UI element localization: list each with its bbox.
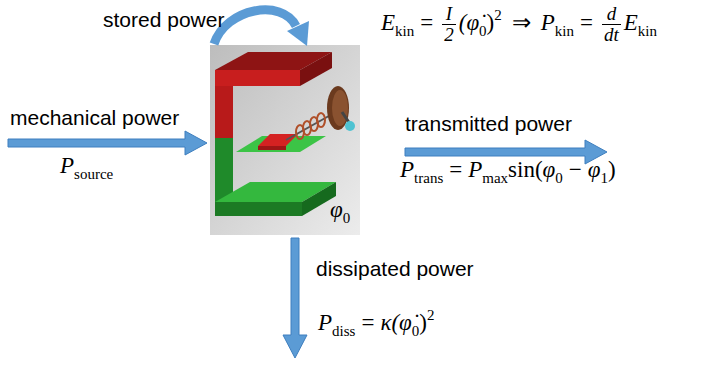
formula-part: − xyxy=(569,157,582,182)
formula-part: φ xyxy=(543,157,556,182)
formula-part: φ xyxy=(330,197,343,222)
fraction: ddt xyxy=(602,4,621,45)
formula-part: 0 xyxy=(555,170,563,186)
drawing-polygon xyxy=(215,70,300,86)
drawing-polygon xyxy=(258,146,286,150)
formula-part: = xyxy=(420,10,433,35)
drawing-rect xyxy=(210,45,360,235)
numerator: d xyxy=(602,4,621,25)
formula-part: diss xyxy=(332,323,355,339)
drawing-path xyxy=(214,10,296,44)
formula-part: κ(φ̇ xyxy=(380,310,411,335)
formula-part: kin xyxy=(555,23,574,39)
drawing-polygon xyxy=(283,238,307,358)
formula-part: (φ̇ xyxy=(459,10,479,35)
denominator: dt xyxy=(602,25,621,45)
formula: Ptrans=Pmaxsin(φ0−φ1) xyxy=(400,156,616,187)
drawing-polygon xyxy=(300,52,332,86)
formula-part: source xyxy=(74,166,113,182)
drawing-rect xyxy=(215,138,233,202)
formula-part: φ xyxy=(588,157,601,182)
formula: Ekin=I2(φ̇0)2⇒Pkin=ddtEkin xyxy=(381,4,657,45)
formula-part: max xyxy=(482,170,508,186)
formula-part: P xyxy=(400,157,414,182)
formula-part: P xyxy=(318,310,332,335)
formula-part: = xyxy=(580,10,593,35)
denominator: 2 xyxy=(442,25,456,45)
drawing-ellipse xyxy=(317,113,325,127)
formula-part: 0 xyxy=(412,323,420,339)
formula-part: 1 xyxy=(601,170,609,186)
formula-part: P xyxy=(60,153,74,178)
formula-part: kin xyxy=(395,23,414,39)
power-arrows xyxy=(8,10,607,358)
caption-text: transmitted power xyxy=(405,112,572,136)
generator-picture xyxy=(210,45,360,235)
formula-part: P xyxy=(541,10,555,35)
formula-part: ) xyxy=(487,10,495,35)
drawing-polygon xyxy=(287,21,309,46)
formula-part: sin( xyxy=(508,157,543,182)
formula: Pdiss =κ(φ̇0)2 xyxy=(318,306,435,340)
formula-part: = xyxy=(361,310,374,335)
formula-part: ⇒ xyxy=(512,10,531,35)
formula-part: 2 xyxy=(427,307,435,323)
formula-part: ) xyxy=(608,157,616,182)
formula: Psource xyxy=(60,152,113,183)
drawing-polygon xyxy=(215,202,302,216)
angle-label: φ0 xyxy=(330,196,350,227)
drawing-polygon xyxy=(8,131,207,155)
drawing-circle xyxy=(345,121,355,131)
caption-text: dissipated power xyxy=(316,257,474,281)
formula-part: P xyxy=(468,157,482,182)
formula-part: trans xyxy=(414,170,443,186)
drawing-ellipse xyxy=(327,86,349,130)
formula-part: 0 xyxy=(343,210,351,226)
drawing-rect xyxy=(215,86,233,138)
drawing-ellipse xyxy=(332,90,348,126)
formula-part: ) xyxy=(419,310,427,335)
caption-text: stored power xyxy=(103,8,224,32)
formula-part: 2 xyxy=(494,7,502,23)
numerator: I xyxy=(442,4,456,25)
formula-part: E xyxy=(381,10,395,35)
caption-text: mechanical power xyxy=(10,106,179,130)
formula-part: E xyxy=(624,10,638,35)
formula-part: 0 xyxy=(479,23,487,39)
formula-part: = xyxy=(449,157,462,182)
formula-part: kin xyxy=(638,23,657,39)
fraction: I2 xyxy=(442,4,456,45)
